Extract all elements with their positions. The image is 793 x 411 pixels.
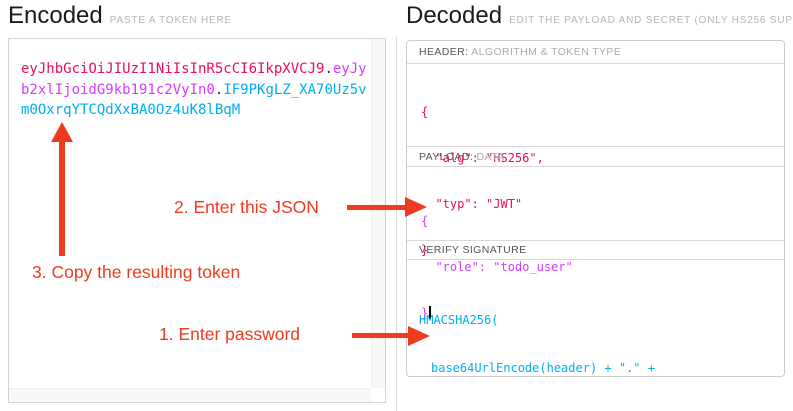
encoded-heading: Encoded PASTE A TOKEN HERE (8, 2, 232, 30)
step1-arrow-line (352, 333, 409, 338)
payload-section-sublabel: DATA (476, 151, 505, 163)
encoded-subtitle: PASTE A TOKEN HERE (109, 15, 232, 26)
payload-json-editor[interactable]: { "role": "todo_user" } (407, 167, 784, 320)
encoded-token-text: eyJhbGciOiJIUzI1NiIsInR5cCI6IkpXVCJ9.eyJ… (21, 59, 370, 121)
token-payload-segment: eyJyb2xlIjoidG9kb191c2VyIn0 (21, 61, 367, 98)
verify-signature-bar: VERIFY SIGNATURE (407, 241, 784, 260)
base64-header-line: base64UrlEncode(header) + "." + (431, 361, 655, 375)
payload-section-label: PAYLOAD: (419, 151, 474, 163)
token-header-segment: eyJhbGciOiJIUzI1NiIsInR5cCI6IkpXVCJ9 (21, 61, 325, 77)
step1-right-arrowhead-icon (408, 326, 430, 346)
step2-arrow-line (347, 205, 406, 210)
header-section-bar: HEADER: ALGORITHM & TOKEN TYPE (407, 41, 784, 64)
payload-section-bar: PAYLOAD: DATA (407, 147, 784, 167)
step3-up-arrowhead-icon (51, 122, 73, 142)
token-dot-2: . (214, 81, 224, 98)
header-section-sublabel: ALGORITHM & TOKEN TYPE (471, 46, 622, 58)
token-signature-segment: IF9PKgLZ_XA70Uz5vm0OxrqYTCQdXxBA0Oz4uK8l… (21, 81, 367, 119)
text-cursor (429, 306, 431, 320)
verify-signature-body: HMACSHA256( base64UrlEncode(header) + ".… (407, 260, 784, 376)
annotation-step1-label: 1. Enter password (159, 324, 301, 344)
payload-json-line: { (421, 213, 429, 228)
payload-json-line: } (421, 306, 784, 321)
encoded-title: Encoded (8, 2, 103, 29)
hmac-code-line: HMACSHA256( (419, 313, 499, 327)
decoded-heading: Decoded EDIT THE PAYLOAD AND SECRET (ONLY… (406, 2, 793, 30)
header-json-line: { (421, 104, 429, 119)
payload-json-line: "role": "todo_user" (421, 260, 573, 275)
step3-arrow-line (59, 141, 65, 256)
horizontal-scrollbar[interactable] (9, 388, 371, 402)
header-json-line: } (421, 243, 429, 258)
column-divider (396, 36, 397, 411)
step2-right-arrowhead-icon (405, 197, 427, 217)
token-dot-1: . (324, 61, 333, 77)
encoded-token-textarea[interactable]: eyJhbGciOiJIUzI1NiIsInR5cCI6IkpXVCJ9.eyJ… (8, 38, 386, 403)
verify-signature-label: VERIFY SIGNATURE (419, 244, 527, 256)
decoded-panel: HEADER: ALGORITHM & TOKEN TYPE { "alg": … (406, 40, 785, 377)
header-json-viewer: { "alg": "HS256", "typ": "JWT" } (407, 64, 784, 257)
header-section-label: HEADER: (419, 46, 469, 58)
vertical-scrollbar[interactable] (371, 39, 385, 388)
header-json-line: "alg": "HS256", (421, 151, 544, 166)
annotation-step3-label: 3. Copy the resulting token (32, 262, 241, 282)
decoded-title: Decoded (406, 2, 503, 29)
header-json-line: "typ": "JWT" (421, 197, 523, 212)
decoded-subtitle: EDIT THE PAYLOAD AND SECRET (ONLY HS256 … (509, 15, 793, 26)
annotation-step2-label: 2. Enter this JSON (174, 197, 319, 217)
